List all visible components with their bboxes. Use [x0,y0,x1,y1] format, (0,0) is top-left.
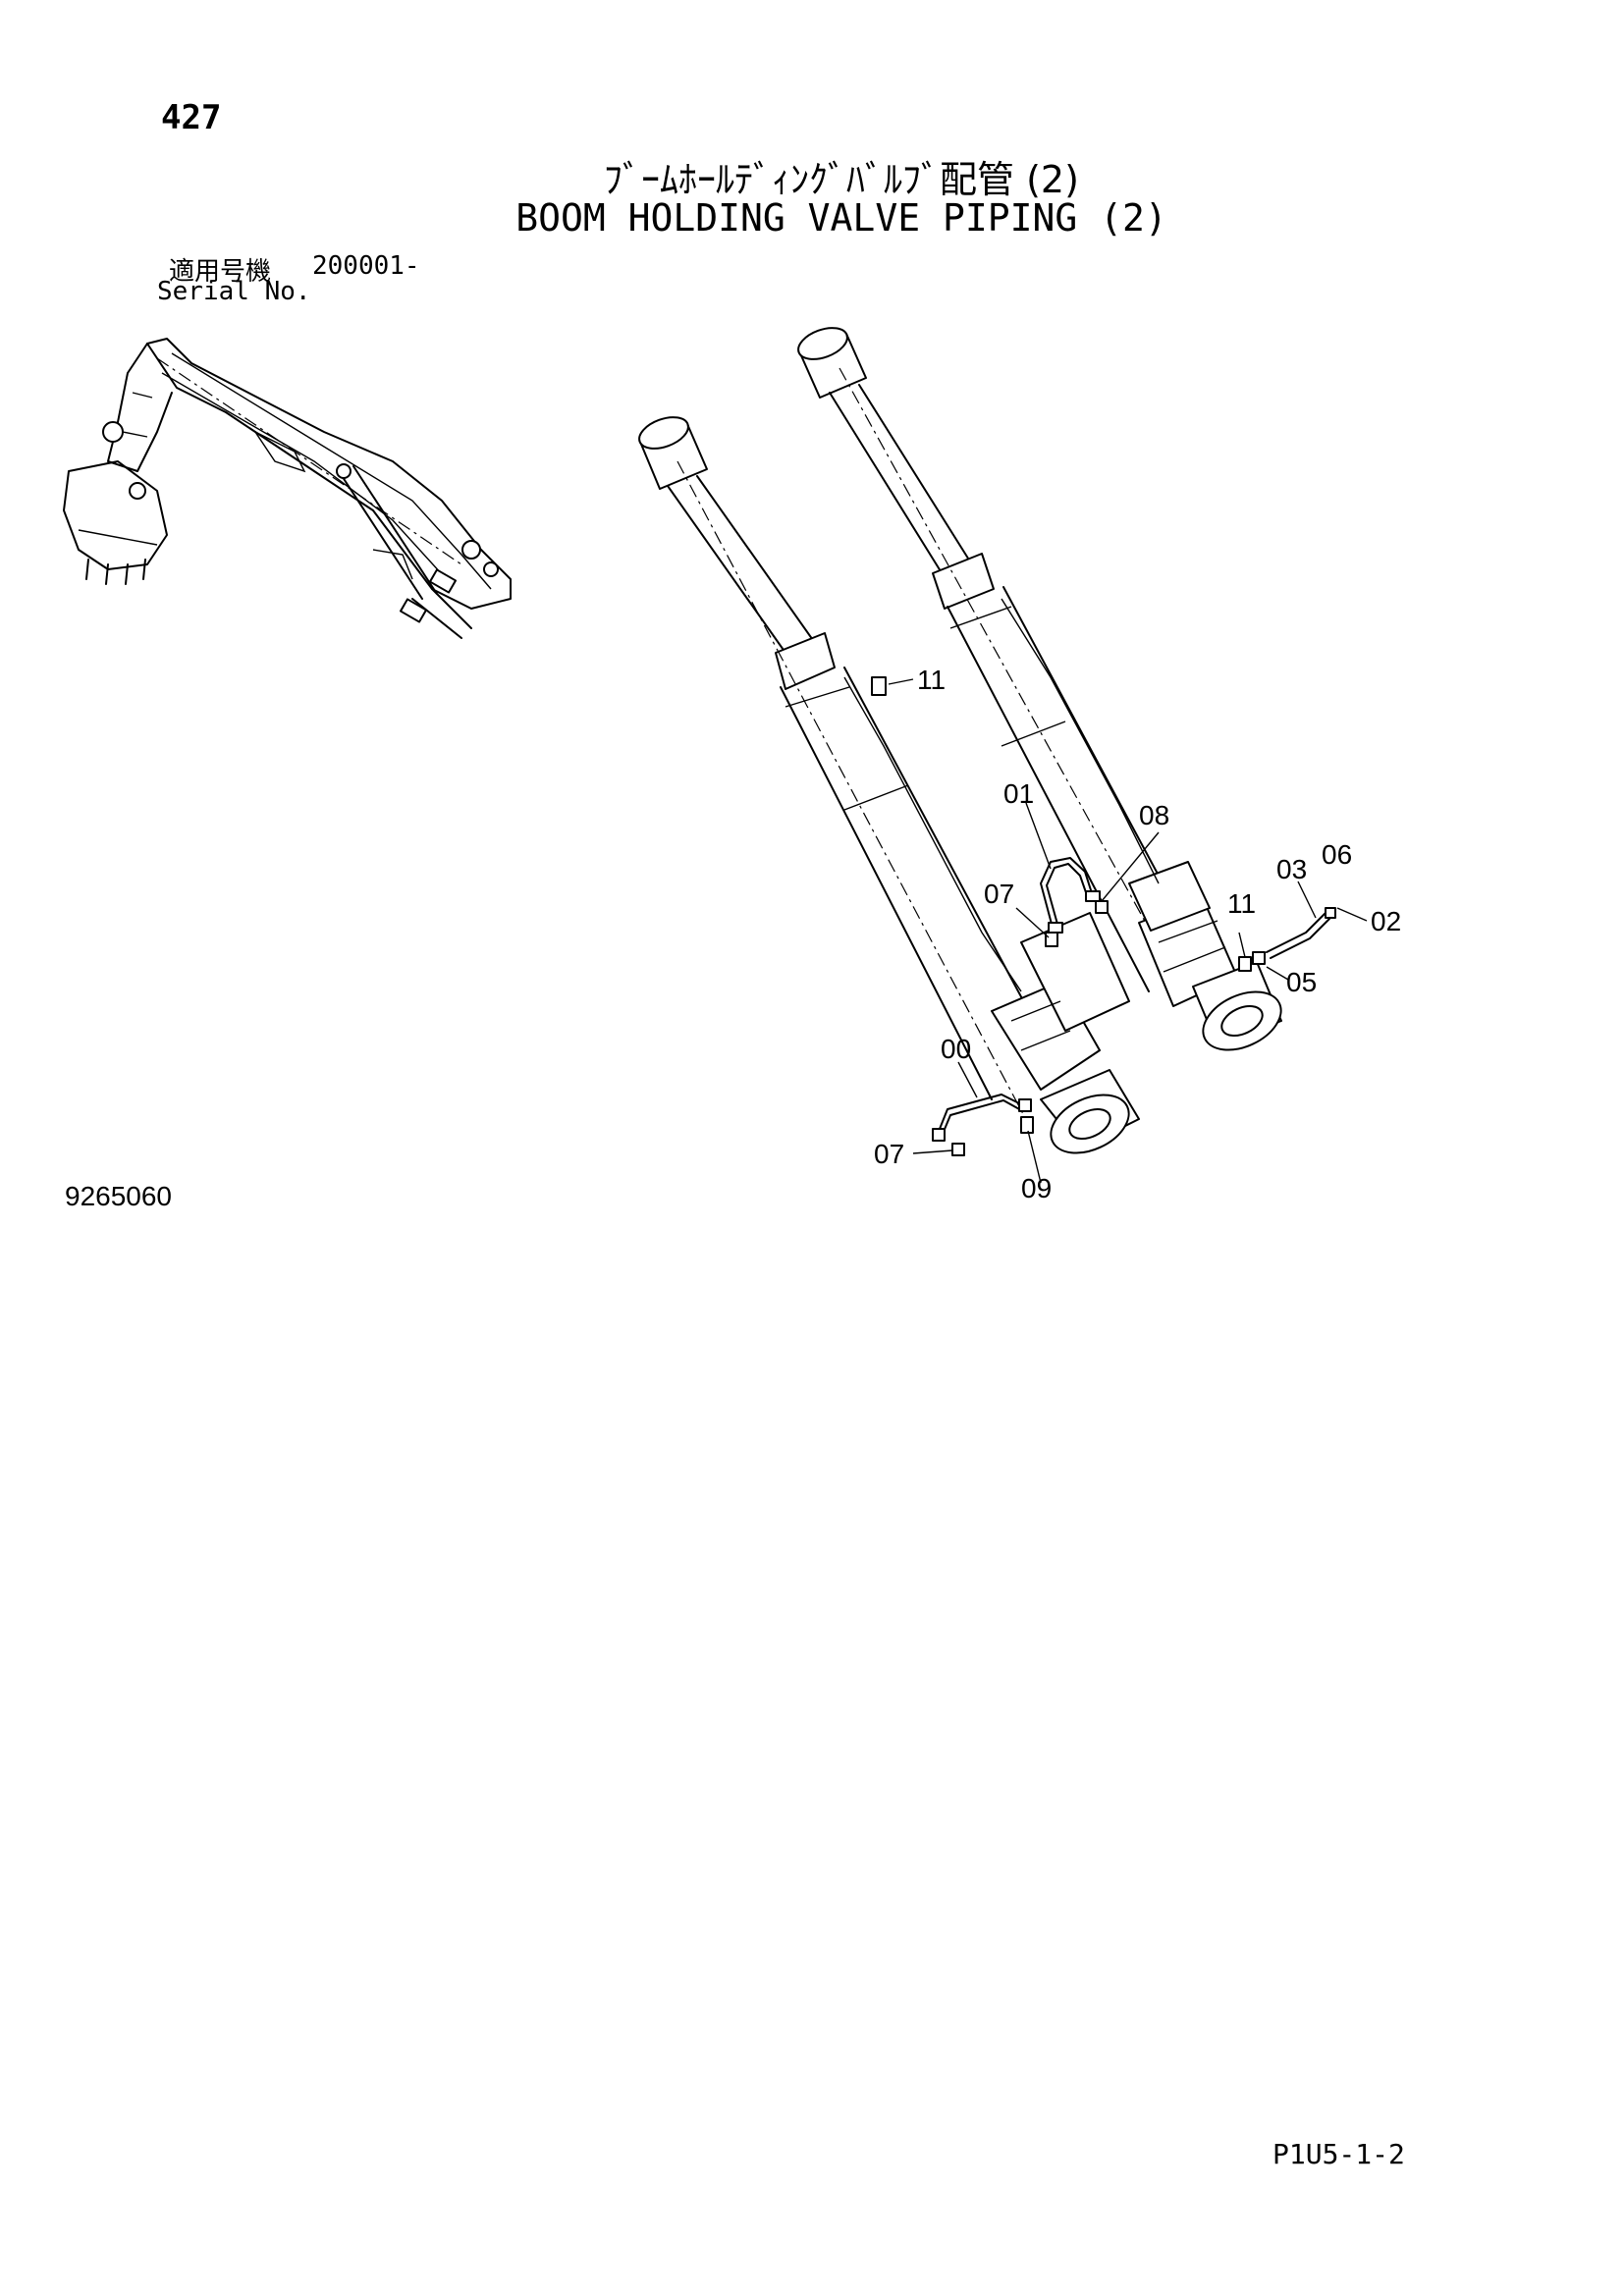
fitting-05 [1252,951,1266,965]
hose-03 [1266,912,1326,953]
boom-cylinder-right [797,327,1282,1051]
fitting-11-upper [871,676,887,696]
title-english: BOOM HOLDING VALVE PIPING (2) [515,196,1167,240]
serial-label-japanese: 適用号機 [169,257,272,287]
fitting-11-lower [1238,956,1252,972]
serial-label-english: Serial No. [157,277,311,306]
hose-01 [1040,857,1093,929]
excavator-overview [63,338,512,639]
callout-08: 08 [1139,800,1169,830]
title-japanese: ﾌﾞｰﾑﾎｰﾙﾃﾞｨﾝｸﾞﾊﾞﾙﾌﾞ配管 (2) [604,158,1079,201]
callout-03: 03 [1276,854,1307,884]
drawing-number: 9265060 [65,1181,173,1211]
page-number: 427 [161,98,222,137]
fitting-09 [1020,1116,1034,1134]
pipe-line-right [1001,598,1160,884]
callout-09: 09 [1021,1173,1052,1203]
callout-00: 00 [941,1034,971,1064]
fitting-07-lower [951,1143,965,1156]
callout-11-upper: 11 [917,665,946,695]
callout-01: 01 [1003,778,1034,809]
pipe-line-left [843,676,1022,992]
callout-06: 06 [1322,839,1352,870]
boom-cylinder-left [638,416,1140,1154]
fitting-07-upper [1045,932,1058,947]
fitting-08 [1095,900,1109,914]
page-code: P1U5-1-2 [1272,2138,1405,2170]
serial-range: 200001- [312,251,420,281]
leader-lines [888,678,1368,1184]
callout-11-lower: 11 [1227,888,1256,919]
callout-02: 02 [1371,906,1401,936]
pipe-00 [937,1094,1022,1135]
callout-07-upper: 07 [984,879,1014,909]
callout-05: 05 [1286,967,1317,997]
callout-07-lower: 07 [874,1139,904,1169]
